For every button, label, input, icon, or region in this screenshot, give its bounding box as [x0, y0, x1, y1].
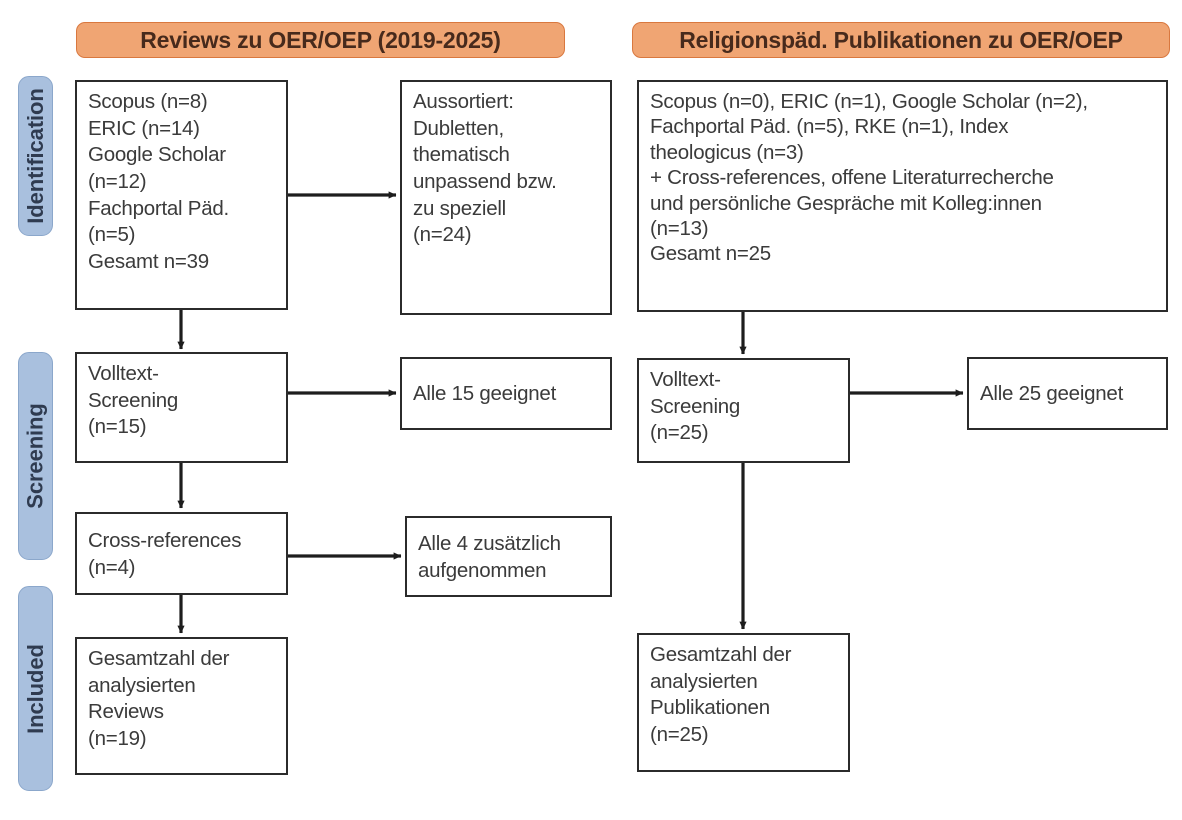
column-header-religionspaed: Religionspäd. Publikationen zu OER/OEP [632, 22, 1170, 58]
column-header-reviews: Reviews zu OER/OEP (2019-2025) [76, 22, 565, 58]
box-left-crossrefs: Cross-references (n=4) [75, 512, 288, 595]
stage-pill-included: Included [18, 586, 53, 791]
box-right-sources: Scopus (n=0), ERIC (n=1), Google Scholar… [637, 80, 1168, 312]
stage-label-screening: Screening [22, 403, 48, 509]
box-left-sources: Scopus (n=8) ERIC (n=14) Google Scholar … [75, 80, 288, 310]
box-left-included: Gesamtzahl der analysierten Reviews (n=1… [75, 637, 288, 775]
box-right-included: Gesamtzahl der analysierten Publikatione… [637, 633, 850, 772]
box-right-eligible: Alle 25 geeignet [967, 357, 1168, 430]
stage-pill-screening: Screening [18, 352, 53, 560]
stage-pill-identification: Identification [18, 76, 53, 236]
box-left-crossrefs-added: Alle 4 zusätzlich aufgenommen [405, 516, 612, 597]
stage-label-included: Included [22, 643, 48, 734]
box-left-eligible: Alle 15 geeignet [400, 357, 612, 430]
box-left-fulltext-screening: Volltext- Screening (n=15) [75, 352, 288, 463]
stage-label-identification: Identification [22, 88, 48, 224]
box-left-excluded: Aussortiert: Dubletten, thematisch unpas… [400, 80, 612, 315]
box-right-fulltext-screening: Volltext- Screening (n=25) [637, 358, 850, 463]
